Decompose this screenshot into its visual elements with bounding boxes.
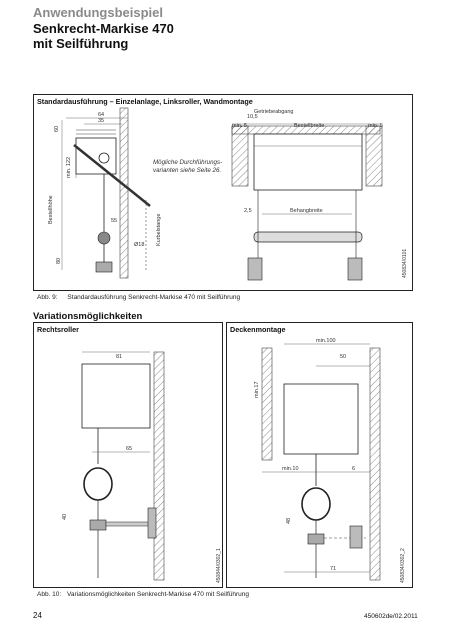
document-id: 450602de/02.2011 — [364, 613, 418, 620]
dim-35: 35 — [98, 118, 104, 124]
fig9-side-view — [61, 107, 151, 279]
page-title: Senkrecht-Markise 470 mit Seilführung — [33, 21, 174, 51]
fig10-rechtsroller-drawing — [81, 351, 165, 581]
figure-9-frame — [33, 94, 413, 291]
dim-64: 64 — [98, 112, 104, 118]
figure-9-caption-label: Abb. 9: — [37, 294, 58, 301]
note-line-1: Mögliche Durchführungs- — [153, 159, 222, 166]
dim-18: Ø18 — [134, 242, 144, 248]
dim-getriebeabgang: Getriebeabgang — [254, 109, 293, 115]
dim-6: 6 — [352, 466, 355, 472]
dim-48: 48 — [286, 518, 292, 524]
dim-kurbelstange: Kurbelstange — [156, 214, 162, 246]
dim-40: 40 — [62, 514, 68, 520]
figure-10-left-frame — [33, 322, 223, 588]
dim-65: 65 — [126, 446, 132, 452]
dim-50: 50 — [340, 354, 346, 360]
figure-10-caption-text: Variationsmöglichkeiten Senkrecht-Markis… — [67, 591, 249, 598]
title-line-2: mit Seilführung — [33, 36, 129, 51]
dim-min10: min.10 — [282, 466, 299, 472]
figure-9-heading: Standardausführung – Einzelanlage, Links… — [37, 97, 253, 106]
dim-80: 80 — [56, 258, 62, 264]
figure-10-caption: Abb. 10: Variationsmöglichkeiten Senkrec… — [37, 591, 249, 598]
dim-60: 60 — [54, 126, 60, 132]
fig9-front-view — [231, 123, 383, 281]
rechtsroller-title: Rechtsroller — [37, 325, 79, 334]
figure-9-caption-text: Standardausführung Senkrecht-Markise 470… — [67, 294, 241, 301]
fig9-code: 450834/0101 — [402, 249, 408, 278]
dim-122: min. 122 — [66, 157, 72, 178]
dim-71: 71 — [330, 566, 336, 572]
dim-min5-left: min. 5 — [232, 123, 247, 129]
dim-55: 55 — [111, 218, 117, 224]
dim-bestellhoehe: Bestellhöhe — [48, 195, 54, 224]
figure-9-caption: Abb. 9: Standardausführung Senkrecht-Mar… — [37, 294, 240, 301]
page-number: 24 — [33, 611, 42, 620]
fig10-deckenmontage-drawing — [261, 343, 381, 581]
dim-behangbreite: Behangbreite — [290, 208, 323, 214]
fig10-left-code: 450844/0302_1 — [216, 548, 222, 583]
dim-min5-right: min. 5 — [368, 123, 383, 129]
dim-bestellbreite: Bestellbreite — [294, 123, 324, 129]
figure-10-caption-label: Abb. 10: — [37, 591, 62, 598]
fig10-right-code: 450834/0302_2 — [400, 548, 406, 583]
deckenmontage-title: Deckenmontage — [230, 325, 286, 334]
figure-10-right-frame — [226, 322, 413, 588]
dim-81: 81 — [116, 354, 122, 360]
dim-min100: min.100 — [316, 338, 336, 344]
dim-2-5-left: 2,5 — [244, 208, 252, 214]
title-line-1: Senkrecht-Markise 470 — [33, 21, 174, 36]
section-title: Anwendungsbeispiel — [33, 5, 164, 20]
variations-heading: Variationsmöglichkeiten — [33, 311, 143, 322]
dim-10-5: 10,5 — [247, 114, 258, 120]
dim-min17: min.17 — [254, 381, 260, 398]
note-line-2: varianten siehe Seite 26. — [153, 167, 221, 174]
